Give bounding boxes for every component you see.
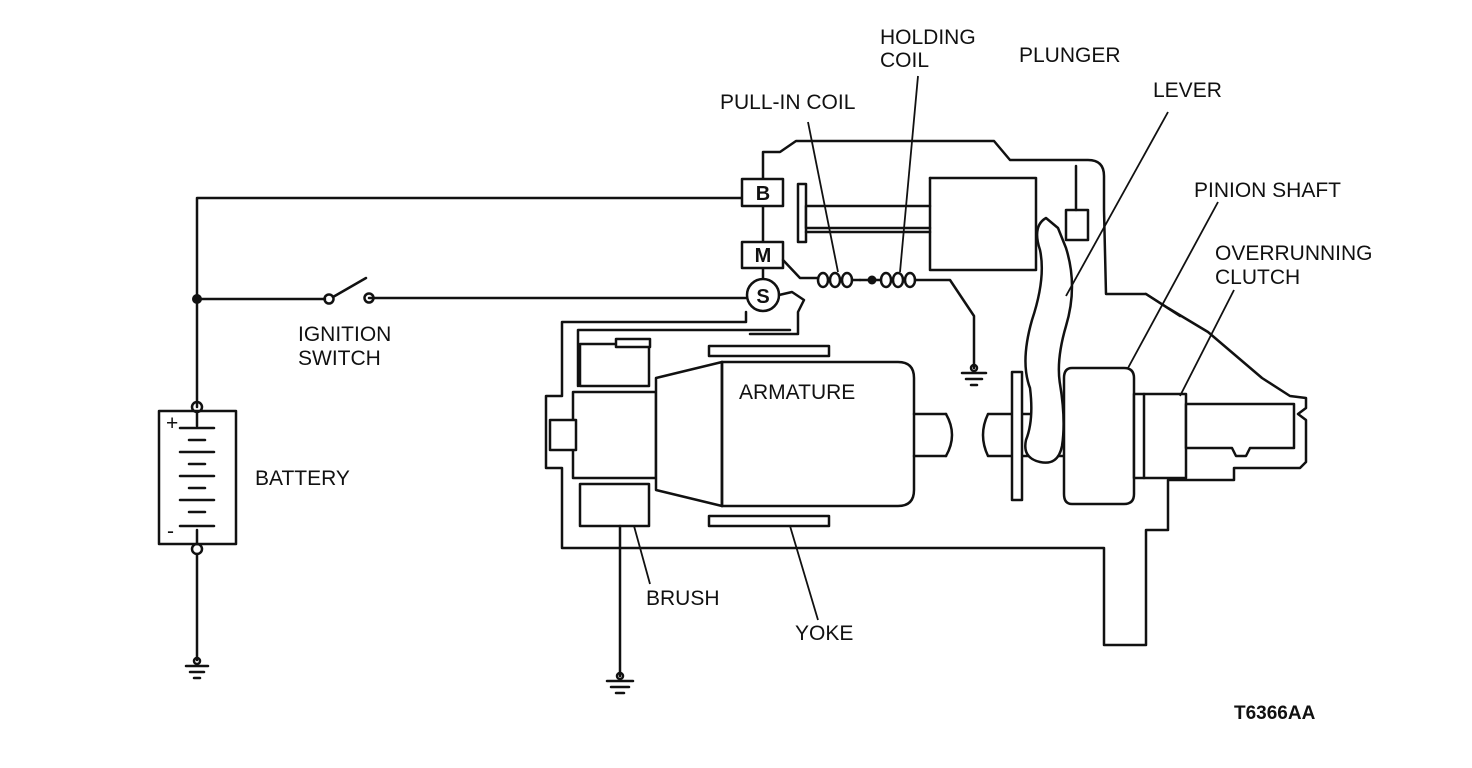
housing-outline bbox=[544, 292, 1308, 647]
brush-top-strip bbox=[614, 337, 652, 349]
svg-text:B: B bbox=[756, 183, 770, 205]
label-lever: LEVER bbox=[1153, 79, 1222, 102]
brush-ground bbox=[605, 524, 635, 695]
leader-holding-coil bbox=[899, 75, 919, 273]
svg-text:M: M bbox=[755, 245, 772, 267]
plunger-body bbox=[928, 176, 1038, 272]
yoke-pole-top bbox=[707, 344, 831, 358]
armature: ARMATURE bbox=[654, 360, 1076, 508]
leader-lever bbox=[1065, 111, 1169, 297]
label-battery: BATTERY bbox=[255, 467, 350, 490]
label-ignition-switch-line1: IGNITION bbox=[298, 323, 391, 346]
drive-assembly bbox=[1010, 164, 1296, 506]
plunger-eye bbox=[1064, 208, 1090, 242]
label-overrunning-clutch-line1: OVERRUNNING bbox=[1215, 242, 1373, 265]
terminal-s: S bbox=[745, 277, 781, 313]
contact-plate bbox=[796, 182, 808, 244]
pinion-shaft-end bbox=[1184, 402, 1296, 458]
battery-circuit: + - bbox=[157, 196, 748, 680]
label-ignition-switch-line2: SWITCH bbox=[298, 347, 381, 370]
battery: + - bbox=[157, 400, 238, 556]
clutch-body bbox=[1062, 366, 1136, 506]
armature-shaft bbox=[912, 412, 948, 458]
holding-coil-ground-symbol bbox=[960, 363, 988, 387]
armature-commutator bbox=[654, 360, 724, 508]
label-armature: ARMATURE bbox=[739, 381, 855, 404]
end-shaft bbox=[548, 418, 578, 452]
pull-in-coil bbox=[781, 258, 862, 289]
brush-holder-top bbox=[578, 342, 651, 388]
junction-dot bbox=[192, 294, 202, 304]
leader-overrunning-clutch bbox=[1179, 289, 1235, 397]
shift-lever bbox=[1024, 216, 1074, 464]
labels: HOLDING COIL PLUNGER PULL-IN COIL LEVER … bbox=[255, 26, 1373, 724]
terminal-b: B bbox=[740, 177, 785, 208]
figure-code: T6366AA bbox=[1234, 703, 1316, 724]
motor-housing bbox=[544, 292, 1308, 647]
leader-lines bbox=[633, 75, 1235, 621]
battery-negative-sign: - bbox=[167, 520, 174, 543]
solenoid-housing bbox=[761, 139, 1182, 318]
solenoid: B M S bbox=[740, 139, 1182, 387]
label-brush: BRUSH bbox=[646, 587, 720, 610]
commutator-end bbox=[571, 390, 658, 480]
label-pull-in-coil: PULL-IN COIL bbox=[720, 91, 855, 114]
battery-positive-sign: + bbox=[166, 412, 178, 435]
leader-pinion-shaft bbox=[1127, 201, 1219, 369]
label-holding-coil-line2: COIL bbox=[880, 49, 929, 72]
yoke-pole-bottom bbox=[707, 514, 831, 528]
leader-yoke bbox=[789, 525, 819, 621]
brush-holder-bottom bbox=[578, 482, 651, 528]
ignition-switch bbox=[323, 276, 375, 305]
leader-brush bbox=[633, 525, 651, 585]
pinion-gear bbox=[1132, 392, 1188, 480]
armature-core bbox=[720, 360, 916, 508]
label-pinion-shaft: PINION SHAFT bbox=[1194, 179, 1341, 202]
battery-feed-wire bbox=[195, 196, 744, 409]
svg-text:S: S bbox=[756, 286, 769, 308]
label-overrunning-clutch-line2: CLUTCH bbox=[1215, 266, 1300, 289]
battery-ground-symbol bbox=[184, 552, 210, 680]
label-yoke: YOKE bbox=[795, 622, 853, 645]
terminal-m: M bbox=[740, 240, 785, 270]
leader-pull-in-coil bbox=[807, 121, 839, 273]
label-holding-coil-line1: HOLDING bbox=[880, 26, 976, 49]
label-plunger: PLUNGER bbox=[1019, 44, 1121, 67]
solenoid-plunger-core bbox=[804, 204, 932, 230]
clutch-disc bbox=[1010, 370, 1024, 502]
holding-coil bbox=[879, 271, 976, 370]
